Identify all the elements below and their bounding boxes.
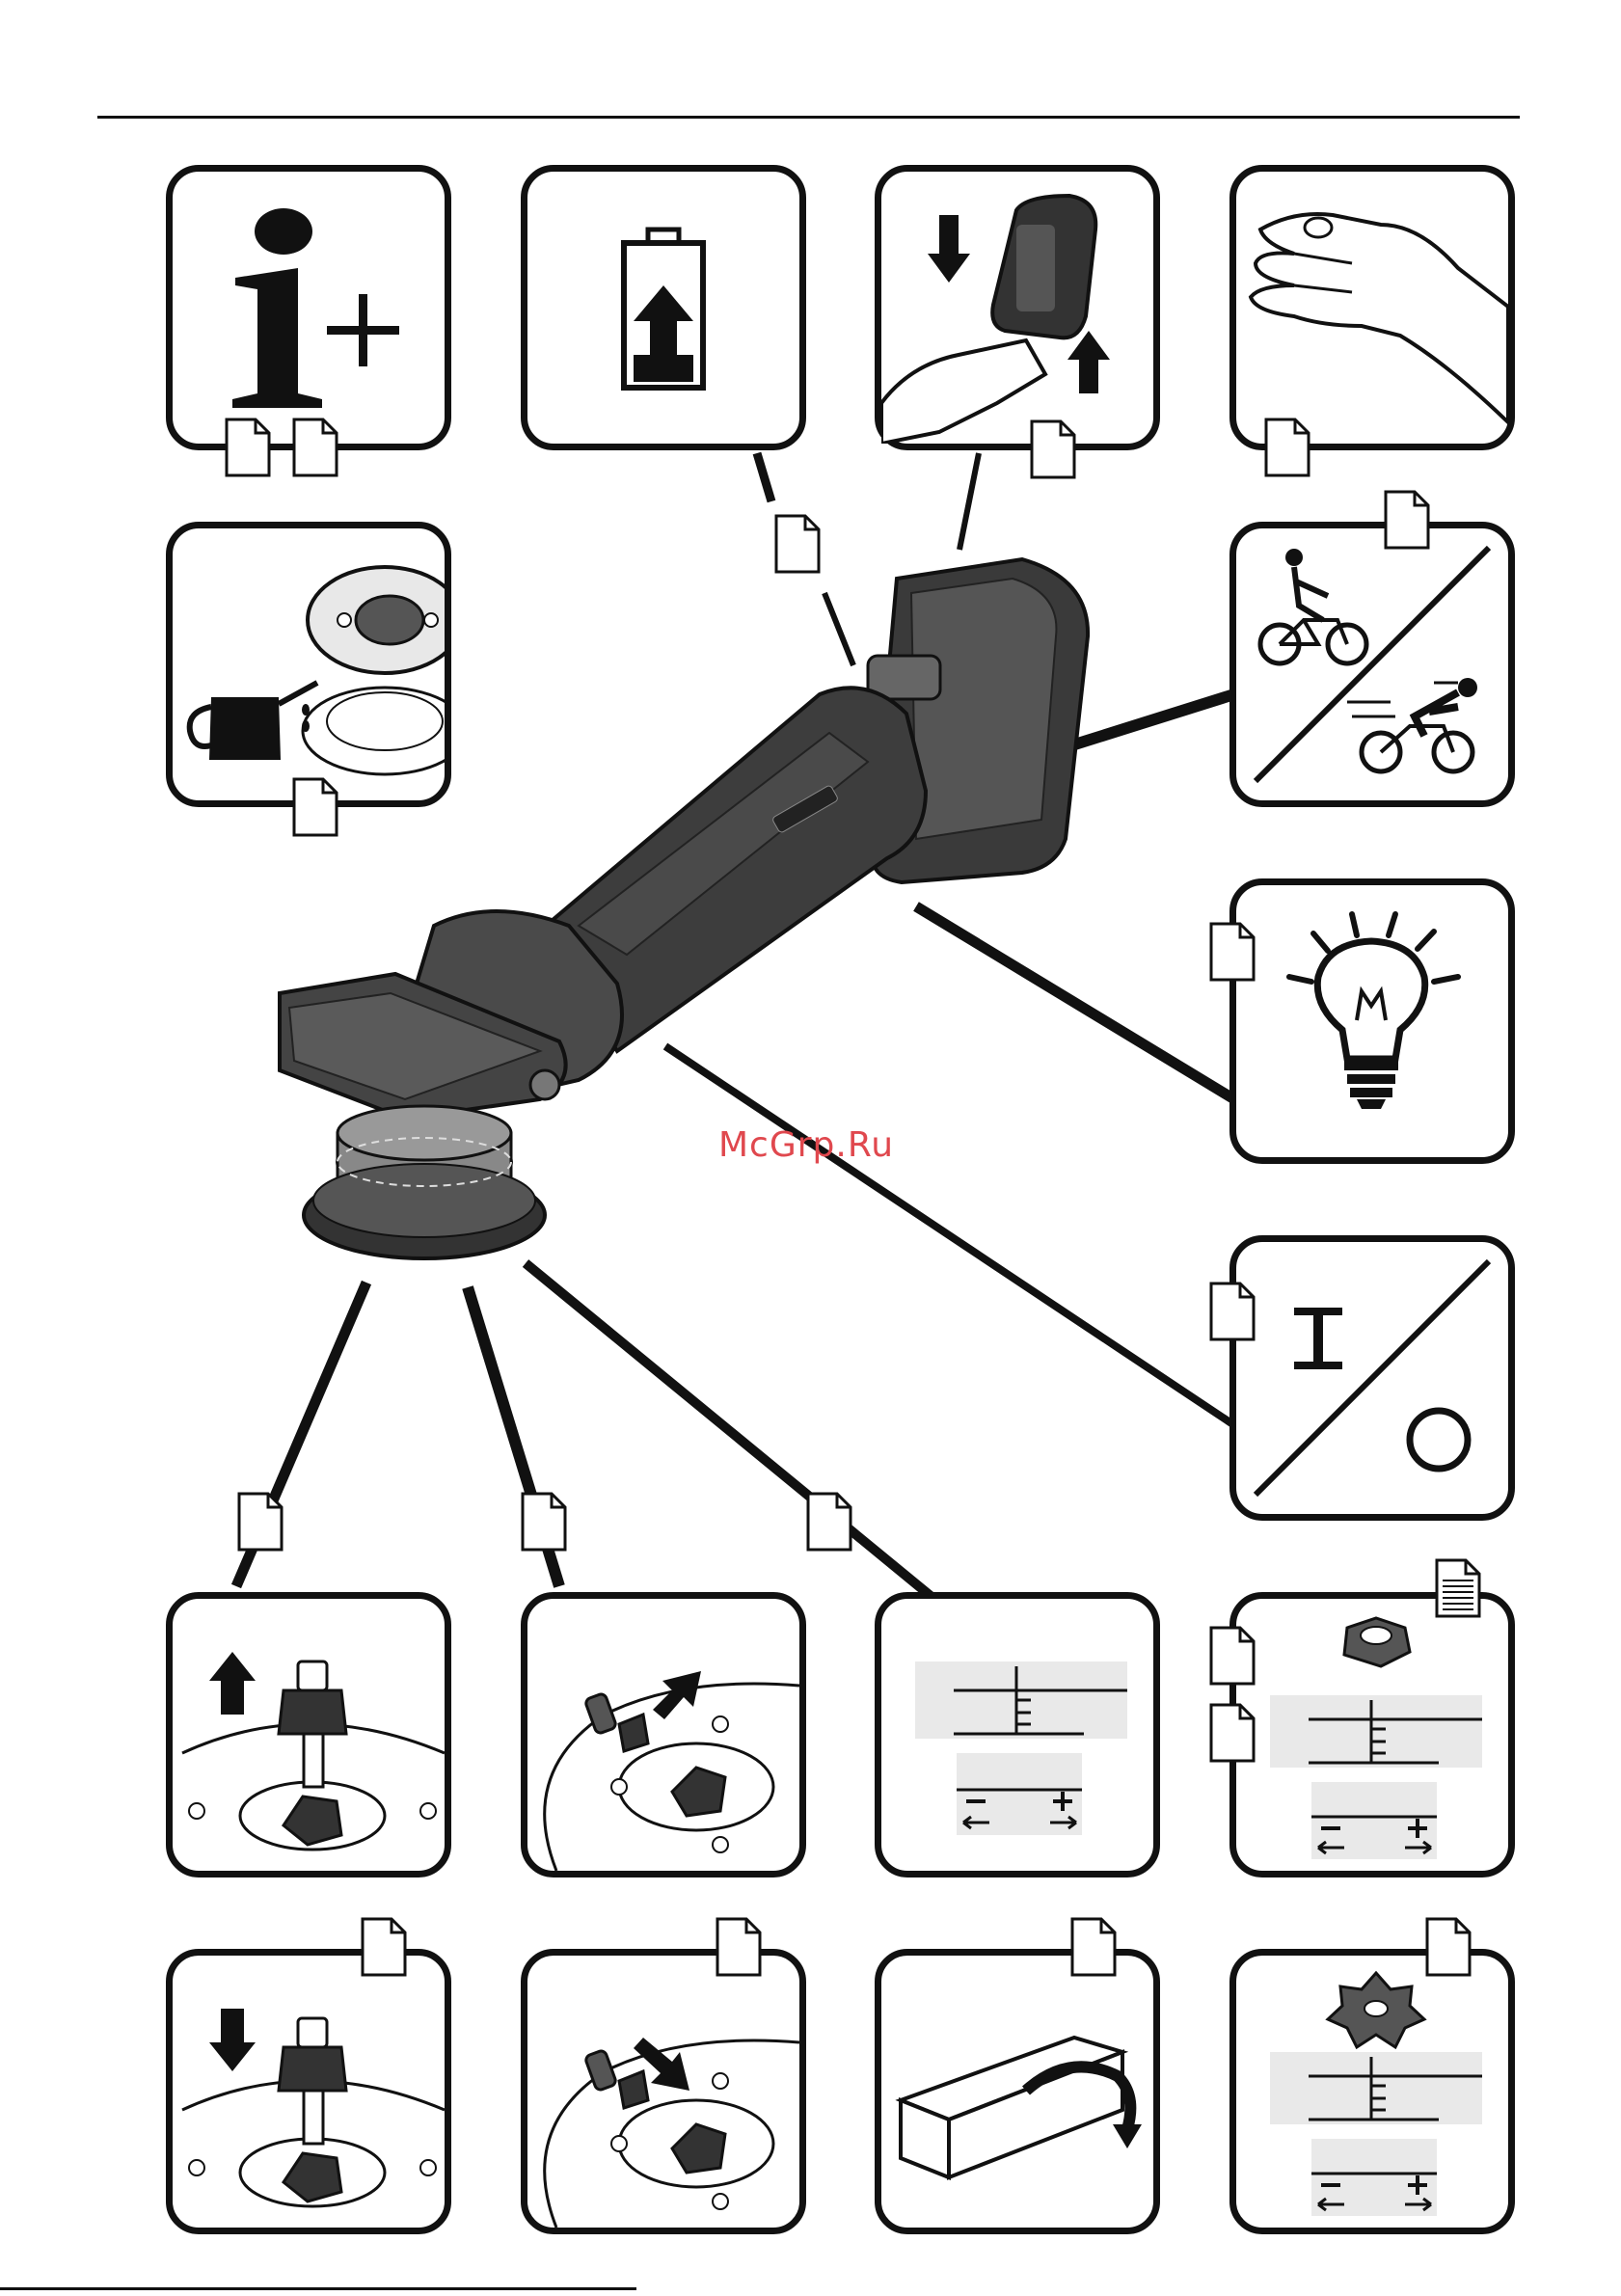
- watermark: McGrp.Ru: [718, 1125, 894, 1165]
- battery-insert-icon: [881, 172, 1153, 444]
- stroke-nut-scale-icon: [1236, 1599, 1508, 1871]
- page-reference-icon: [291, 776, 339, 838]
- panel-on-off: [1229, 1235, 1515, 1521]
- manual-text-icon: [1434, 1557, 1482, 1619]
- page-reference-icon: [1208, 1702, 1256, 1764]
- pad-insert-icon: [173, 1956, 445, 2228]
- panel-speed-mode: [1229, 522, 1515, 807]
- page-reference-icon: [1029, 419, 1077, 480]
- page-reference-icon: [360, 1916, 408, 1978]
- page-reference-icon: [1424, 1916, 1472, 1978]
- info-plus-icon: [173, 172, 445, 444]
- page-reference-icon: [520, 1491, 568, 1553]
- adapter-remove-icon: [527, 1599, 799, 1871]
- panel-sanding-edge: [875, 1949, 1160, 2234]
- page-reference-icon: [715, 1916, 763, 1978]
- page-reference-icon: [1208, 1281, 1256, 1342]
- panel-stroke-setting: [875, 1592, 1160, 1877]
- pad-remove-icon: [173, 1599, 445, 1871]
- page-reference-icon: [1263, 417, 1311, 478]
- page-reference-icon: [1208, 921, 1256, 983]
- sanding-block-icon: [881, 1956, 1153, 2228]
- panel-adapter-insert: [521, 1949, 806, 2234]
- page-reference-icon: [236, 1491, 284, 1553]
- panel-pad-insert: [166, 1949, 451, 2234]
- page-reference-icon: [1069, 1916, 1118, 1978]
- page-reference-icon: [291, 417, 339, 478]
- panel-adapter-remove: [521, 1592, 806, 1877]
- bicycle-speed-icon: [1236, 528, 1508, 800]
- battery-charge-icon: [527, 172, 799, 444]
- hand-icon: [1236, 172, 1508, 444]
- panel-stroke-nut-setting: [1229, 1592, 1515, 1877]
- page-reference-icon: [224, 417, 272, 478]
- footer-rule: [0, 2287, 636, 2290]
- panel-work-light: [1229, 878, 1515, 1164]
- on-off-switch-icon: [1236, 1242, 1508, 1514]
- panel-lubricate: [166, 522, 451, 807]
- adapter-insert-icon: [527, 1956, 799, 2228]
- panel-battery-insert: [875, 165, 1160, 450]
- page-reference-icon: [1208, 1625, 1256, 1687]
- light-bulb-icon: [1236, 885, 1508, 1157]
- panel-battery-charge: [521, 165, 806, 450]
- star-nut-scale-icon: [1236, 1956, 1508, 2228]
- stroke-scale-icon: [881, 1599, 1153, 1871]
- panel-info: [166, 165, 451, 450]
- panel-nut-adjust: [1229, 1949, 1515, 2234]
- page-reference-icon: [773, 513, 822, 575]
- panel-hand-grip: [1229, 165, 1515, 450]
- page-reference-icon: [1383, 489, 1431, 551]
- panel-pad-remove: [166, 1592, 451, 1877]
- page-reference-icon: [805, 1491, 853, 1553]
- oil-can-icon: [173, 528, 445, 800]
